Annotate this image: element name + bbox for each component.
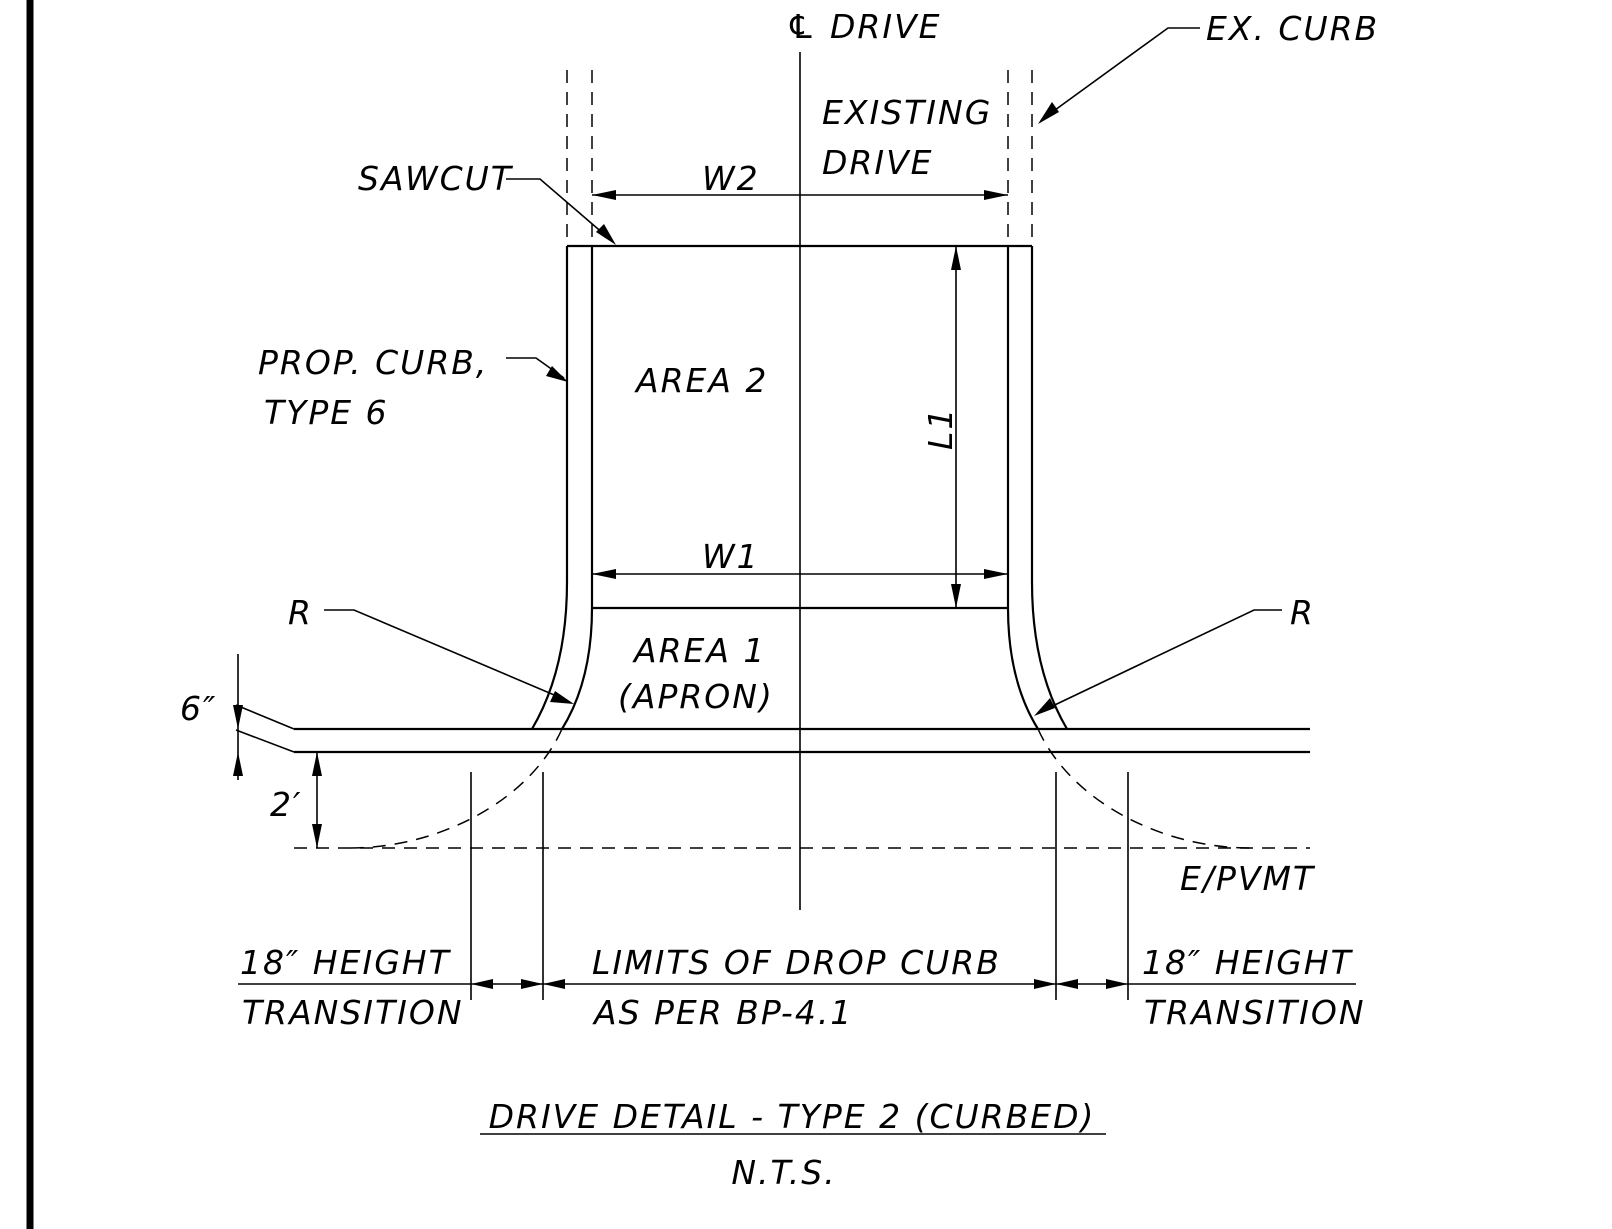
ex-curb-label: EX. CURB xyxy=(1206,9,1379,48)
six-inch-leader-b xyxy=(235,729,295,753)
ex-curb-leader xyxy=(1038,27,1200,124)
prop-curb-label-1: PROP. CURB, xyxy=(258,343,488,382)
radius-right-leader xyxy=(1034,609,1282,716)
w1-dimension xyxy=(592,569,1008,579)
detail-scale: N.T.S. xyxy=(731,1153,836,1192)
two-foot-label: 2′ xyxy=(270,785,303,824)
radius-right-label: R xyxy=(1290,593,1315,632)
transition-left-label-2: TRANSITION xyxy=(242,993,464,1032)
prop-curb-left xyxy=(531,246,569,730)
prop-curb-right xyxy=(1030,246,1068,730)
radius-left-label: R xyxy=(288,593,313,632)
radius-left-leader xyxy=(324,609,574,704)
centerline-label: DRIVE xyxy=(830,7,942,46)
six-inch-dimension xyxy=(233,654,243,780)
area1-label-2: (APRON) xyxy=(618,677,774,716)
area2-label: AREA 2 xyxy=(634,361,768,400)
prop-curb-left-inner xyxy=(561,246,594,730)
l1-label: L1 xyxy=(921,407,960,450)
centerline-symbol: ℄ xyxy=(786,7,818,46)
limits-label-2: AS PER BP-4.1 xyxy=(592,993,853,1032)
limits-dimension xyxy=(238,979,1356,989)
limit-lines xyxy=(470,772,1129,1000)
existing-curb-dashed xyxy=(566,70,1033,246)
two-foot-dimension xyxy=(312,752,322,848)
existing-drive-label-2: DRIVE xyxy=(822,143,934,182)
prop-curb-leader xyxy=(506,357,568,382)
area1-label-1: AREA 1 xyxy=(632,631,766,670)
prop-curb-label-2: TYPE 6 xyxy=(264,393,389,432)
transition-right-label-2: TRANSITION xyxy=(1144,993,1366,1032)
six-inch-label: 6″ xyxy=(180,689,217,728)
transition-left-label-1: 18″ HEIGHT xyxy=(240,943,452,982)
epvmt-label: E/PVMT xyxy=(1180,859,1316,898)
sawcut-leader xyxy=(506,178,616,245)
six-inch-leader-a xyxy=(235,704,295,730)
limits-label-1: LIMITS OF DROP CURB xyxy=(592,943,1001,982)
dashed-radius-left xyxy=(349,728,563,849)
sawcut-label: SAWCUT xyxy=(358,159,514,198)
w2-label: W2 xyxy=(702,159,760,198)
prop-curb-right-inner xyxy=(1006,246,1039,730)
w1-label: W1 xyxy=(702,537,760,576)
w2-dimension xyxy=(592,190,1008,200)
detail-title: DRIVE DETAIL - TYPE 2 (CURBED) xyxy=(489,1097,1096,1136)
existing-drive-label-1: EXISTING xyxy=(822,93,992,132)
l1-dimension xyxy=(951,246,961,608)
transition-right-label-1: 18″ HEIGHT xyxy=(1142,943,1354,982)
dashed-radius-right xyxy=(1037,728,1251,849)
